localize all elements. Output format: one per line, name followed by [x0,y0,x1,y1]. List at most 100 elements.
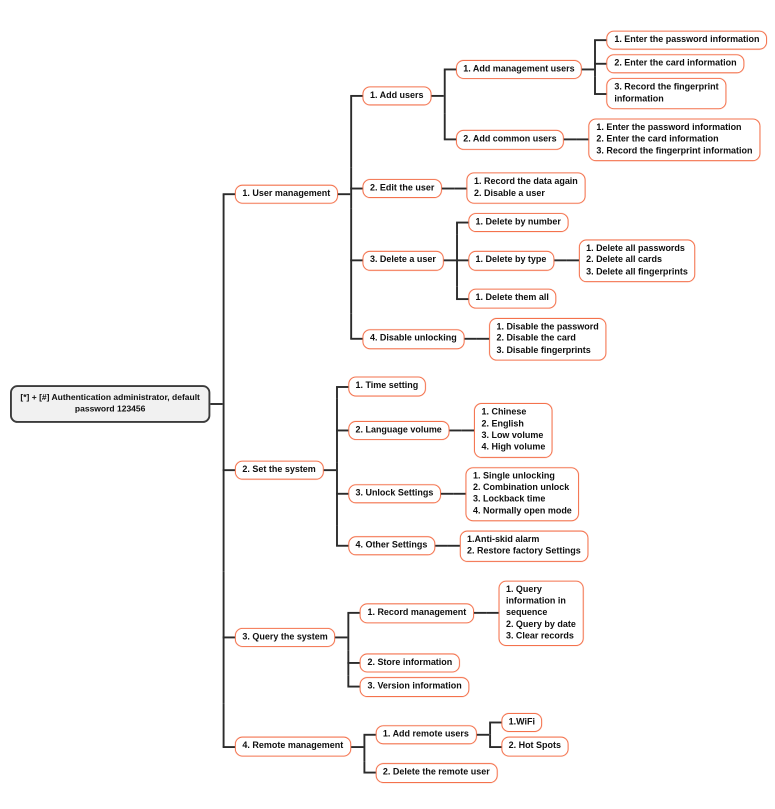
tree-connector-cell: 1. Chinese 2. English 3. Low volume 4. H… [461,401,553,460]
tree-branch: 1. Disable the password 2. Disable the c… [488,318,607,361]
tree-branch: 1. Time setting [347,377,426,397]
children-group: 1. Add management users 1. Enter the pass… [443,26,768,166]
tree-branch: 2. Hot Spots [501,737,569,757]
tree-connector-cell: 1. Delete all passwords 2. Delete all ca… [566,238,696,285]
tree-branch: 2. Store information [359,653,460,674]
tree-branch: 2. Language volume 1. Chinese 2. English … [347,401,553,460]
tree-connector-cell: 1. Delete by type 1. Delete all passwords… [455,235,696,288]
node-2-store-information: 2. Store information [359,653,460,674]
tree-branch: 1. Delete all passwords 2. Delete all ca… [578,239,696,283]
node-4-remote-management: 4. Remote management [234,737,351,757]
node-1-time-setting: 1. Time setting [347,377,426,397]
tree-branch: 1. Query information in sequence 2. Quer… [498,580,584,647]
tree-connector-cell: 1. Delete them all [455,287,557,311]
tree-connector-cell: 1. Record the data again 2. Disable a us… [454,171,586,207]
tree-connector-cell: 3. Version information [347,675,470,699]
tree-branch: 3. Version information [359,677,470,697]
tree-branch: 4. Other Settings 1.Anti-skid alarm 2. Re… [347,529,589,565]
tree-connector-cell: 1. Enter the password information [594,28,768,53]
node-3-delete-a-user: 3. Delete a user [362,251,444,271]
connector-line [337,193,351,196]
connector-line [431,95,444,98]
node-1-delete-all-passwords: 1. Delete all passwords 2. Delete all ca… [578,239,696,283]
connector-line [210,403,223,406]
node-1-user-management: 1. User management [234,184,338,205]
connector-line [323,469,336,472]
tree-connector-cell: 1. Enter the password information 2. Ent… [576,117,761,164]
tree-branch: 1. Enter the password information [606,30,768,50]
children-group: 1. Record the data again 2. Disable a us… [454,171,586,207]
node-1-add-remote-users: 1. Add remote users [375,725,477,745]
connector-line [440,493,454,496]
node-1-disable-the-password: 1. Disable the password 2. Disable the c… [488,318,607,361]
tree-connector-cell: 1.Anti-skid alarm 2. Restore factory Set… [447,529,589,565]
node-1-wifi: 1.WiFi [501,713,543,733]
connector-line [335,636,348,639]
node-2-edit-the-user: 2. Edit the user [362,179,442,199]
children-group: 1.Anti-skid alarm 2. Restore factory Set… [447,529,589,565]
tree-connector-cell: 1. Delete by number [455,211,569,236]
tree-branch: 1. User management 1. Add users 1. Add man… [234,24,768,366]
node-1-query: 1. Query information in sequence 2. Quer… [498,580,584,647]
connector-line [449,429,462,432]
connector-line [476,734,489,737]
tree-connector-cell: 1. Add remote users 1.WiFi 2. Hot Spots [363,709,569,762]
children-group: 1. Time setting 2. Language volume 1. Chin… [335,375,589,567]
connector-line [473,612,487,615]
tree-connector-cell: 4. Other Settings 1.Anti-skid alarm 2. Re… [335,526,589,566]
node-1-delete-by-type: 1. Delete by type [467,251,554,271]
tree-connector-cell: 1. Query information in sequence 2. Quer… [486,578,584,649]
node-1-enter-the-password-information: 1. Enter the password information 2. Ent… [588,118,761,162]
node-3-version-information: 3. Version information [359,677,470,697]
tree-connector-cell: 2. Store information [347,651,460,676]
tree-branch: 1. Add remote users 1.WiFi 2. Hot Spots [375,711,569,759]
children-group: 1. Enter the password information 2. Ent… [576,117,761,164]
tree-connector-cell: 3. Record the fingerprint information [594,76,727,112]
node-1-single-unlocking: 1. Single unlocking 2. Combination unloc… [465,467,580,522]
children-group: 1. Query information in sequence 2. Quer… [486,578,584,649]
connector-line [553,260,567,263]
tree-branch: 1. Record the data again 2. Disable a us… [466,173,586,205]
tree-branch: 2. Delete the remote user [375,763,498,784]
children-group: 1. Add users 1. Add management users 1. En… [350,24,768,366]
node-3-record-the-fingerprint: 3. Record the fingerprint information [606,78,727,110]
node-4-other-settings: 4. Other Settings [347,536,435,557]
node-1-add-users: 1. Add users [362,86,432,106]
node-1-add-management-users: 1. Add management users [455,60,583,80]
tree-branch: 1. Delete by number [467,213,569,233]
node-1-delete-them-all: 1. Delete them all [467,289,557,309]
node-2-delete-the-remote-user: 2. Delete the remote user [375,763,498,784]
node-authentication-administrator-default: [*] + [#] Authentication administrator, … [10,385,211,424]
tree-branch: 1.Anti-skid alarm 2. Restore factory Set… [459,531,589,562]
children-group: 1. User management 1. Add users 1. Add man… [222,19,768,790]
children-group: 1. Delete all passwords 2. Delete all ca… [566,238,696,285]
connector-line [464,338,477,341]
node-2-language-volume: 2. Language volume [347,421,450,441]
tree-root-branch: [*] + [#] Authentication administrator, … [10,19,768,790]
children-group: 1. Single unlocking 2. Combination unloc… [453,465,580,524]
tree-connector-cell: 1. Single unlocking 2. Combination unloc… [453,465,580,524]
tree-branch: 2. Edit the user 1. Record the data again… [362,171,586,207]
tree-connector-cell: 2. Language volume 1. Chinese 2. English … [335,398,553,464]
tree-connector-cell: 1. Disable the password 2. Disable the c… [476,316,607,363]
node-1-chinese: 1. Chinese 2. English 3. Low volume 4. H… [473,403,553,458]
